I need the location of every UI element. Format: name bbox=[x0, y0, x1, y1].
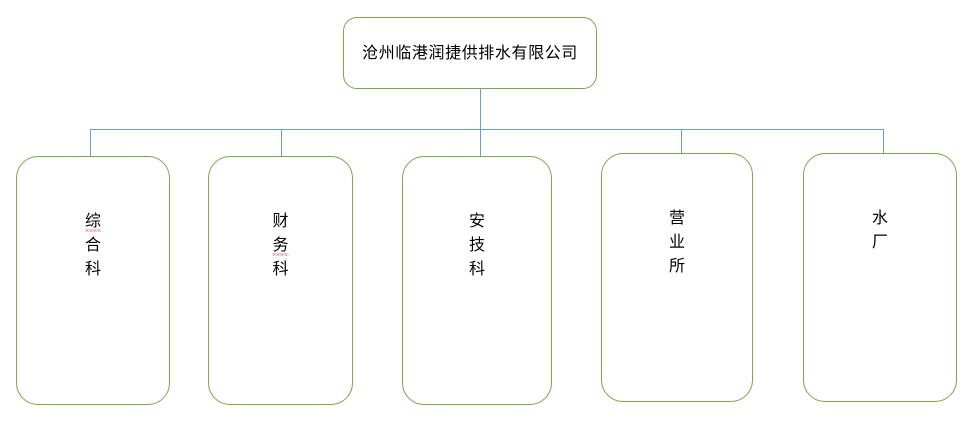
connector-drop-2 bbox=[281, 129, 282, 156]
org-node-finance-char-2: 务 bbox=[272, 233, 289, 257]
org-node-business-office-char-1: 营 bbox=[668, 208, 685, 227]
org-node-business-office-char-2: 业 bbox=[668, 232, 685, 251]
connector-drop-1 bbox=[90, 129, 91, 156]
connector-root-stem bbox=[480, 89, 481, 129]
org-node-finance-char-3: 科 bbox=[272, 259, 289, 278]
org-node-water-plant-char-2: 厂 bbox=[871, 232, 888, 251]
org-node-finance-char-1: 财 bbox=[272, 211, 289, 230]
connector-horizontal-bus bbox=[90, 129, 883, 130]
org-node-safety-technology-char-1: 安 bbox=[468, 211, 485, 230]
org-node-general-affairs-char-3: 科 bbox=[84, 259, 101, 278]
org-node-safety-technology-char-3: 科 bbox=[468, 259, 485, 278]
org-node-safety-technology-char-2: 技 bbox=[468, 235, 485, 254]
org-node-general-affairs[interactable]: 综合科 bbox=[16, 156, 170, 405]
org-node-general-affairs-char-2: 合 bbox=[84, 235, 101, 254]
org-node-safety-technology[interactable]: 安技科 bbox=[402, 156, 552, 405]
org-node-company[interactable]: 沧州临港润捷供排水有限公司 bbox=[343, 17, 597, 89]
org-node-company-label: 沧州临港润捷供排水有限公司 bbox=[362, 43, 578, 62]
org-node-finance-label: 财务科 bbox=[272, 209, 289, 281]
org-node-general-affairs-char-1: 综 bbox=[84, 209, 101, 233]
connector-drop-4 bbox=[681, 129, 682, 153]
org-node-water-plant-char-1: 水 bbox=[871, 208, 888, 227]
org-node-business-office-char-3: 所 bbox=[668, 256, 685, 275]
org-node-water-plant[interactable]: 水厂 bbox=[803, 153, 957, 402]
org-node-safety-technology-label: 安技科 bbox=[469, 209, 485, 281]
org-node-general-affairs-label: 综合科 bbox=[84, 209, 101, 281]
org-node-business-office-label: 营业所 bbox=[669, 206, 685, 278]
org-node-water-plant-label: 水厂 bbox=[872, 206, 888, 254]
org-node-finance[interactable]: 财务科 bbox=[208, 156, 353, 405]
connector-drop-3 bbox=[480, 129, 481, 156]
connector-drop-5 bbox=[883, 129, 884, 153]
org-node-business-office[interactable]: 营业所 bbox=[601, 153, 753, 402]
